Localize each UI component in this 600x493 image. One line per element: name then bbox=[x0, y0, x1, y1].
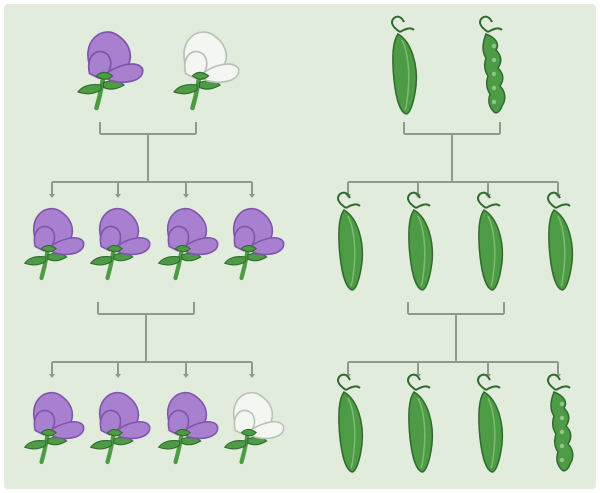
pod-shape-cross-f2-2 bbox=[407, 373, 434, 473]
flower-color-cross-parent-2 bbox=[173, 31, 240, 111]
flower-color-cross-f1-2 bbox=[89, 207, 151, 281]
flower-color-cross-parent-1 bbox=[77, 31, 144, 111]
flower-color-cross-f2-2 bbox=[89, 391, 151, 465]
diagram-content bbox=[23, 15, 574, 473]
flower-color-cross-f2-3 bbox=[157, 391, 219, 465]
flower-color-cross-f1-3 bbox=[157, 207, 219, 281]
pod-shape-cross-f2-3 bbox=[477, 373, 504, 473]
flower-color-cross-f2-4 bbox=[223, 391, 285, 465]
pod-shape-cross-f1-2 bbox=[407, 191, 434, 291]
pod-shape-cross-parent-1 bbox=[391, 15, 418, 115]
pod-shape-cross-f1-1 bbox=[337, 191, 364, 291]
flower-color-cross-f2-1 bbox=[23, 391, 85, 465]
pod-shape-cross-f1-3 bbox=[477, 191, 504, 291]
pod-shape-cross-parent-2 bbox=[479, 15, 506, 114]
pod-shape-cross-f2-4 bbox=[547, 373, 574, 472]
flower-color-cross-f1-4 bbox=[223, 207, 285, 281]
diagram-background bbox=[4, 4, 596, 489]
pod-shape-cross-f2-1 bbox=[337, 373, 364, 473]
pod-shape-cross-f1-4 bbox=[547, 191, 574, 291]
flower-color-cross-f1-1 bbox=[23, 207, 85, 281]
